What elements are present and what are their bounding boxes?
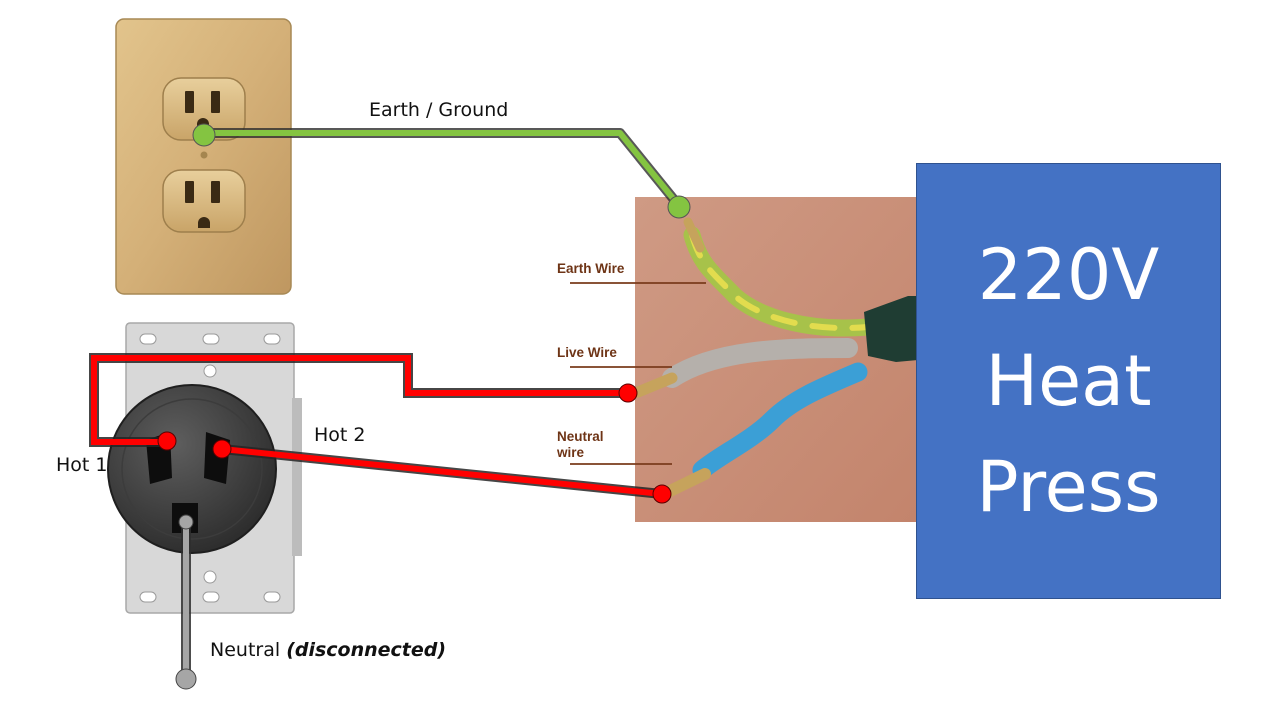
- device-voltage: 220V: [977, 234, 1160, 316]
- ground-wire: [192, 123, 691, 219]
- neutral-terminal-dot: [178, 514, 194, 530]
- earth-wire-connection-dot: [667, 195, 691, 219]
- neutral-label: Neutral (disconnected): [210, 639, 446, 661]
- hot2-wire: [212, 439, 672, 504]
- outlet-lower-receptacle: [162, 169, 246, 233]
- earth-ground-label: Earth / Ground: [369, 99, 509, 121]
- neutral-label-text: Neutral: [210, 639, 281, 661]
- cable-jacket: [864, 296, 918, 362]
- receptacle-body: [107, 384, 277, 554]
- duplex-outlet: [115, 18, 292, 295]
- live-wire-connection-dot: [618, 383, 638, 403]
- hot2-connection-dot: [212, 439, 232, 459]
- hot1-connection-dot: [157, 431, 177, 451]
- dryer-receptacle: [107, 322, 302, 614]
- neutral-wire: [175, 514, 197, 690]
- ground-connection-dot: [192, 123, 216, 147]
- device-name-line2: Press: [976, 446, 1161, 528]
- hot1-wire: [89, 353, 638, 451]
- neutral-wire-photo-label-line2: wire: [557, 445, 585, 460]
- heat-press-device-box: 220V Heat Press: [916, 163, 1221, 599]
- neutral-wire-connection-dot: [652, 484, 672, 504]
- hot2-label: Hot 2: [314, 424, 366, 446]
- power-cord-photo: [570, 197, 918, 522]
- neutral-wire-photo-label: Neutral wire: [557, 429, 604, 461]
- neutral-disconnected-note: (disconnected): [286, 639, 447, 661]
- neutral-wire-photo-label-line1: Neutral: [557, 429, 604, 444]
- hot1-label: Hot 1: [56, 454, 108, 476]
- earth-wire-photo-label: Earth Wire: [557, 261, 625, 276]
- neutral-end-dot: [175, 668, 197, 690]
- live-wire-photo-label: Live Wire: [557, 345, 617, 360]
- blue-neutral-wire: [692, 362, 868, 480]
- device-name-line1: Heat: [985, 340, 1152, 422]
- grey-live-wire: [662, 338, 858, 388]
